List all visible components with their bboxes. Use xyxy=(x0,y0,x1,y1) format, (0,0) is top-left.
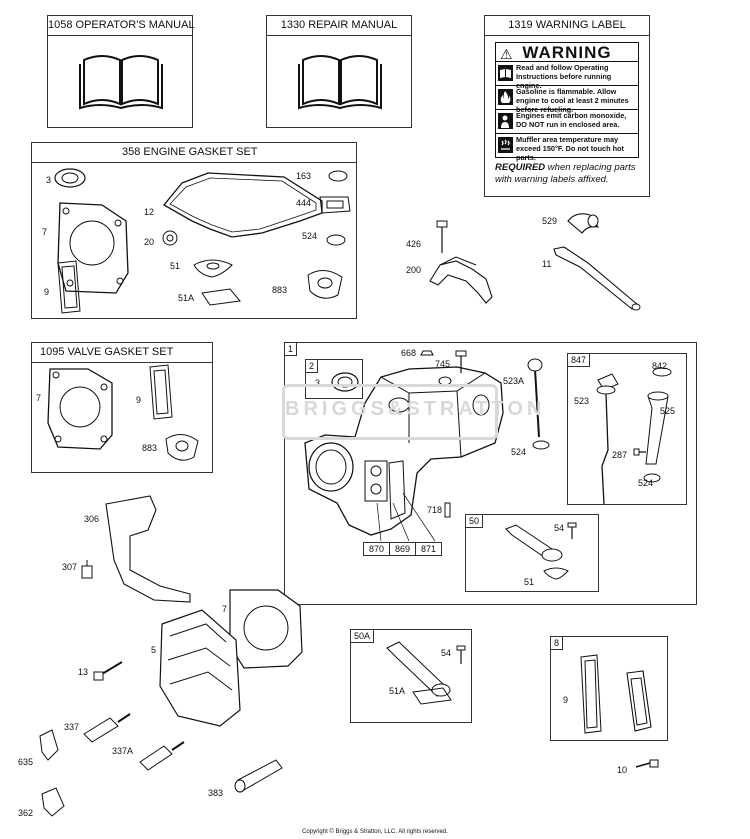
part-label: 9 xyxy=(563,695,569,705)
part-label: 883 xyxy=(272,285,288,295)
repair-manual-box: 1330 REPAIR MANUAL xyxy=(266,15,412,128)
part-label: 362 xyxy=(18,808,34,818)
part-label: 883 xyxy=(142,443,158,453)
operators-manual-title: 1058 OPERATOR'S MANUAL xyxy=(48,16,195,36)
bracket-and-tube-art xyxy=(400,205,650,315)
operators-manual-box: 1058 OPERATOR'S MANUAL xyxy=(47,15,195,128)
manual-icon xyxy=(498,65,513,81)
valve-gasket-set-art xyxy=(32,343,214,474)
copyright-notice: Copyright © Briggs & Stratton, LLC. All … xyxy=(302,829,448,835)
dipstick-art xyxy=(568,354,688,506)
seal-art xyxy=(330,370,360,394)
part-label: 745 xyxy=(435,359,451,369)
seal-subkit-box: 2 3 xyxy=(305,359,363,399)
valve-gasket-set-title: 1095 VALVE GASKET SET xyxy=(32,343,212,363)
breather-tube-art xyxy=(466,515,600,593)
part-label: 54 xyxy=(441,648,452,658)
brand-watermark: BRIGGS&STRATTON xyxy=(282,384,541,440)
part-label: 9 xyxy=(44,287,50,297)
part-label: 426 xyxy=(406,239,422,249)
warning-row-fire: Gasoline is flammable. Allow engine to c… xyxy=(495,86,639,114)
part-cell: 870 xyxy=(363,542,390,556)
part-label: 54 xyxy=(554,523,565,533)
open-book-icon xyxy=(78,48,164,110)
repair-manual-title: 1330 REPAIR MANUAL xyxy=(267,16,411,36)
cover-kit-box: 8 9 xyxy=(550,636,668,741)
warning-label-box: 1319 WARNING LABEL ⚠ WARNING Read and fo… xyxy=(484,15,650,197)
part-label: 718 xyxy=(427,505,443,515)
breather-kit-box: 50 54 51 xyxy=(465,514,599,592)
block-part-number-row: 870 869 871 xyxy=(363,542,443,556)
part-cell: 871 xyxy=(415,542,442,556)
part-label: 10 xyxy=(617,765,628,775)
warning-heading: ⚠ WARNING xyxy=(495,42,639,62)
part-label: 523 xyxy=(574,396,590,406)
part-label: 524 xyxy=(638,478,654,488)
part-label: 12 xyxy=(144,207,155,217)
part-label: 444 xyxy=(296,198,312,208)
part-label: 163 xyxy=(296,171,312,181)
engine-gasket-set-box: 358 ENGINE GASKET SET 3 7 9 12 xyxy=(31,142,357,319)
part-label: 5 xyxy=(151,645,157,655)
part-label: 20 xyxy=(144,237,155,247)
block-assembly-tag: 1 xyxy=(285,343,298,356)
part-label: 842 xyxy=(652,361,668,371)
tube-kit-art xyxy=(351,630,473,724)
part-label: 51 xyxy=(170,261,181,271)
seal-subkit-tag: 2 xyxy=(306,360,319,373)
part-label: 9 xyxy=(136,395,142,405)
part-label: 668 xyxy=(401,348,417,358)
hot-surface-icon xyxy=(498,137,513,153)
part-label: 307 xyxy=(62,562,78,572)
cover-kit-art xyxy=(551,637,669,742)
part-label: 306 xyxy=(84,514,100,524)
valve-gasket-set-box: 1095 VALVE GASKET SET 7 9 883 xyxy=(31,342,213,473)
engine-gasket-set-title: 358 ENGINE GASKET SET xyxy=(32,143,356,163)
part-label: 529 xyxy=(542,216,558,226)
part-label: 3 xyxy=(46,175,52,185)
warning-row-co: Engines emit carbon monoxide, DO NOT run… xyxy=(495,110,639,134)
lower-left-parts-art xyxy=(30,490,350,830)
part-cell: 869 xyxy=(389,542,416,556)
part-label: 287 xyxy=(612,450,628,460)
part-label: 51A xyxy=(389,686,406,696)
warning-row-hot: Muffler area temperature may exceed 150°… xyxy=(495,134,639,162)
part-label: 523A xyxy=(503,376,525,386)
part-label: 337A xyxy=(112,746,134,756)
tube-kit-box: 50A 54 51A xyxy=(350,629,472,723)
part-label: 337 xyxy=(64,722,80,732)
flame-icon xyxy=(498,89,513,105)
part-label: 383 xyxy=(208,788,224,798)
tube-kit-tag: 50A xyxy=(351,630,375,643)
warning-required-note: REQUIRED when replacing parts with warni… xyxy=(495,162,636,185)
carbon-monoxide-icon xyxy=(498,113,513,129)
warning-triangle-icon: ⚠ xyxy=(500,46,514,62)
part-label: 524 xyxy=(302,231,318,241)
part-label: 524 xyxy=(511,447,527,457)
part-label: 51 xyxy=(524,577,535,587)
open-book-icon xyxy=(297,48,383,110)
warning-label-title: 1319 WARNING LABEL xyxy=(485,16,649,36)
screw-10-art xyxy=(634,758,660,772)
part-label: 7 xyxy=(222,604,228,614)
dipstick-kit-tag: 847 xyxy=(568,354,591,367)
cover-kit-tag: 8 xyxy=(551,637,564,650)
part-label: 3 xyxy=(315,378,321,388)
part-label: 11 xyxy=(542,259,552,269)
part-label: 635 xyxy=(18,757,34,767)
part-label: 200 xyxy=(406,265,422,275)
engine-gasket-set-art xyxy=(32,143,358,320)
part-label: 51A xyxy=(178,293,195,303)
part-label: 525 xyxy=(660,406,676,416)
part-label: 7 xyxy=(42,227,48,237)
warning-row-manual: Read and follow Operating Instructions b… xyxy=(495,62,639,90)
breather-kit-tag: 50 xyxy=(466,515,484,528)
part-label: 13 xyxy=(78,667,89,677)
dipstick-kit-box: 847 842 523 525 287 524 xyxy=(567,353,687,505)
part-label: 7 xyxy=(36,393,42,403)
